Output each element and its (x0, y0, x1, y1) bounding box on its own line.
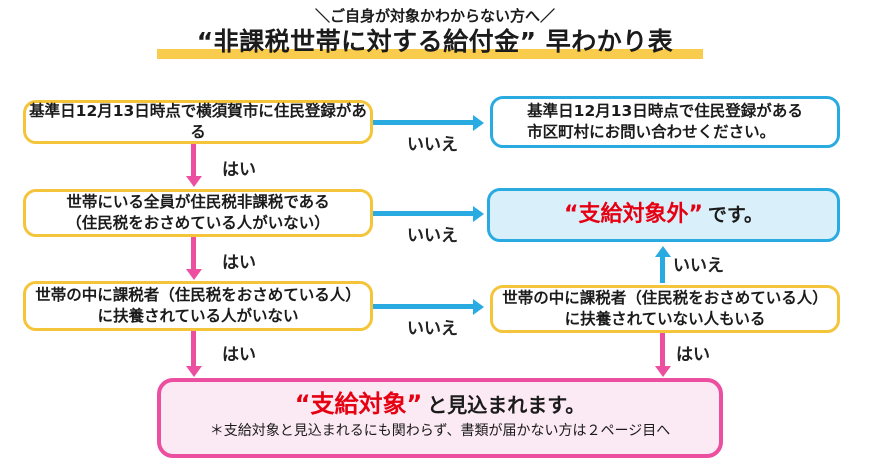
page-title: “非課税世帯に対する給付金” 早わかり表 (196, 27, 674, 56)
eligible-suffix: と見込まれます。 (427, 393, 586, 417)
box-question-tax-exempt-line1: 世帯にいる全員が住民税非課税である (66, 193, 330, 211)
box-question-dependents-none-line2: に扶養されている人がいない (97, 307, 299, 325)
box-contact-municipality: 基準日12月13日時点で住民登録がある 市区町村にお問い合わせください。 (490, 96, 840, 148)
arrow-no-up (654, 246, 671, 283)
eligible-note: ＊支給対象と見込まれるにも関わらず、書類が届かない方は２ページ目へ (209, 423, 671, 439)
label-yes-1: はい (222, 160, 256, 180)
arrow-no-2 (373, 205, 484, 222)
arrow-yes-2 (185, 237, 202, 280)
arrow-yes-1 (185, 144, 202, 187)
label-no-3: いいえ (407, 319, 458, 339)
box-question-dependents-none: 世帯の中に課税者（住民税をおさめている人） に扶養されている人がいない (23, 281, 373, 331)
title-highlight-bar (157, 49, 703, 59)
box-question-dependents-some: 世帯の中に課税者（住民税をおさめている人） に扶養されていない人もいる (490, 285, 840, 333)
box-contact-line1: 基準日12月13日時点で住民登録がある (527, 102, 803, 120)
eligible-highlight: “支給対象” (294, 390, 423, 418)
box-question-residency-text: 基準日12月13日時点で横須賀市に住民登録がある (29, 102, 367, 141)
box-question-dependents-none-line1: 世帯の中に課税者（住民税をおさめている人） (35, 286, 361, 304)
box-question-dependents-some-line2: に扶養されていない人もいる (564, 310, 766, 328)
box-not-eligible: “支給対象外”です。 (487, 188, 840, 242)
box-question-tax-exempt: 世帯にいる全員が住民税非課税である （住民税をおさめている人がいない） (23, 189, 373, 237)
box-eligible-result: “支給対象”と見込まれます。 ＊支給対象と見込まれるにも関わらず、書類が届かない… (157, 378, 723, 458)
not-eligible-suffix: です。 (707, 204, 764, 226)
box-question-tax-exempt-line2: （住民税をおさめている人がいない） (66, 214, 330, 232)
arrow-no-3 (373, 298, 484, 315)
arrow-no-1 (373, 114, 484, 131)
tagline: ＼ご自身が対象かわからない方へ／ (314, 7, 555, 25)
not-eligible-highlight: “支給対象外” (563, 202, 703, 227)
arrow-yes-3 (185, 331, 202, 377)
label-no-4: いいえ (673, 256, 724, 276)
arrow-yes-4 (654, 333, 671, 377)
box-question-residency: 基準日12月13日時点で横須賀市に住民登録がある (23, 100, 373, 144)
label-yes-3: はい (222, 345, 256, 365)
box-question-dependents-some-line1: 世帯の中に課税者（住民税をおさめている人） (502, 289, 828, 307)
label-no-1: いいえ (407, 135, 458, 155)
label-yes-2: はい (222, 253, 256, 273)
label-yes-4: はい (676, 345, 710, 365)
label-no-2: いいえ (407, 226, 458, 246)
box-contact-line2: 市区町村にお問い合わせください。 (527, 123, 776, 141)
